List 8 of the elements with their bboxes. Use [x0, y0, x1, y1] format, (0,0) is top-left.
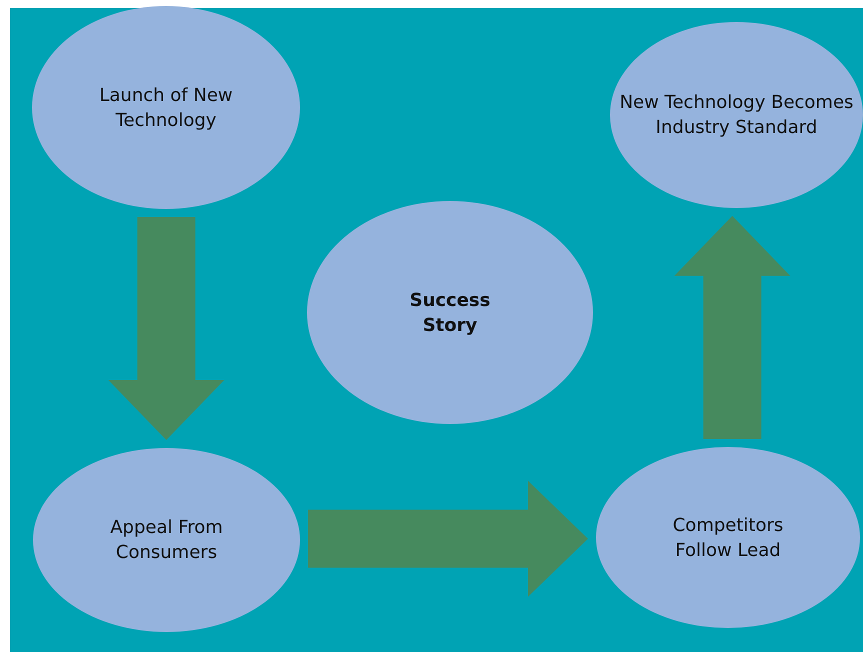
block-arrow: [674, 216, 790, 439]
node-label: Competitors Follow Lead: [672, 514, 784, 562]
node-label: Appeal From Consumers: [109, 516, 224, 565]
node-label: New Technology Becomes Industry Standard: [618, 91, 854, 140]
node-label: Launch of New Technology: [98, 84, 234, 132]
block-arrow: [108, 217, 224, 440]
title-text: Success Story: [408, 288, 492, 338]
block-arrow: [308, 480, 588, 597]
